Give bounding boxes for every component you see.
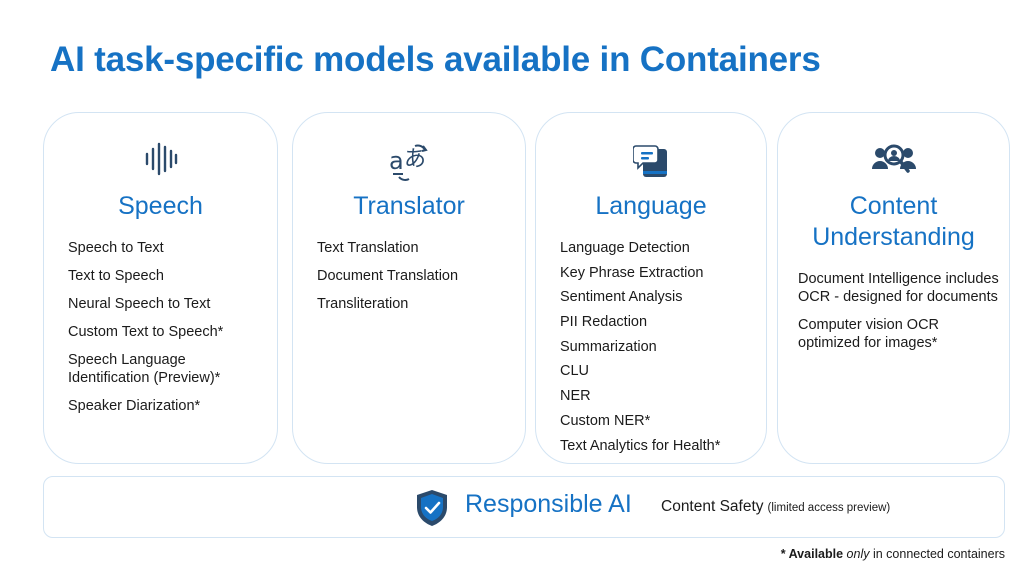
language-heading: Language (595, 192, 707, 220)
list-item: CLU (560, 363, 590, 380)
list-item: Custom Text to Speech* (68, 324, 224, 340)
list-item: NER (560, 388, 591, 405)
footnote: * Available only in connected containers (781, 547, 1005, 561)
content-safety-note: (limited access preview) (767, 502, 891, 514)
list-item: Key Phrase Extraction (560, 264, 704, 281)
list-item: Neural Speech to Text (68, 296, 211, 312)
speech-list: Speech to Text Text to Speech Neural Spe… (68, 239, 267, 425)
translator-list: Text Translation Document Translation Tr… (317, 239, 515, 323)
list-item: Text Analytics for Health* (560, 437, 721, 454)
list-item: Summarization (560, 338, 657, 355)
content-safety-label: Content Safety(limited access preview) (661, 498, 890, 516)
list-item: Computer vision OCR optimized for images… (798, 317, 940, 351)
svg-text:あ: あ (404, 147, 426, 172)
content-understanding-list: Document Intelligence includes OCR - des… (798, 270, 999, 362)
shield-check-icon (415, 489, 449, 527)
responsible-ai-bar: Responsible AI Content Safety(limited ac… (43, 476, 1005, 538)
responsible-ai-title: Responsible AI (465, 490, 632, 518)
list-item: Text to Speech (68, 268, 164, 284)
list-item: Speaker Diarization* (68, 398, 201, 414)
translate-icon: a あ (293, 141, 525, 181)
language-chat-icon (536, 141, 766, 181)
people-search-icon (778, 141, 1009, 181)
list-item: Sentiment Analysis (560, 289, 683, 306)
content-understanding-card: Content Understanding Document Intellige… (777, 112, 1010, 464)
heading-line: Understanding (812, 223, 975, 251)
list-item: Transliteration (317, 296, 409, 312)
language-list: Language Detection Key Phrase Extraction… (560, 239, 756, 461)
page-title: AI task-specific models available in Con… (50, 40, 821, 79)
list-item: Custom NER* (560, 412, 651, 429)
translator-heading: Translator (353, 192, 465, 220)
translator-card: a あ Translator Text Translation Document… (292, 112, 526, 464)
footnote-emphasis: only (846, 547, 870, 561)
svg-text:a: a (389, 147, 404, 175)
list-item: Document Translation (317, 268, 459, 284)
footnote-suffix: in connected containers (872, 547, 1005, 561)
heading-line: Content (849, 192, 938, 220)
sound-wave-icon (44, 141, 277, 181)
list-item: Text Translation (317, 240, 419, 256)
list-item: Speech Language Identification (Preview)… (68, 352, 221, 386)
content-safety-text: Content Safety (661, 498, 764, 515)
footnote-prefix: * Available (780, 547, 844, 561)
list-item: Speech to Text (68, 240, 164, 256)
language-card: Language Language Detection Key Phrase E… (535, 112, 767, 464)
speech-heading: Speech (118, 192, 203, 220)
list-item: PII Redaction (560, 314, 648, 331)
speech-card: Speech Speech to Text Text to Speech Neu… (43, 112, 278, 464)
content-understanding-heading: Content Understanding (778, 191, 1009, 253)
list-item: Language Detection (560, 240, 690, 256)
list-item: Document Intelligence includes OCR - des… (798, 271, 999, 305)
